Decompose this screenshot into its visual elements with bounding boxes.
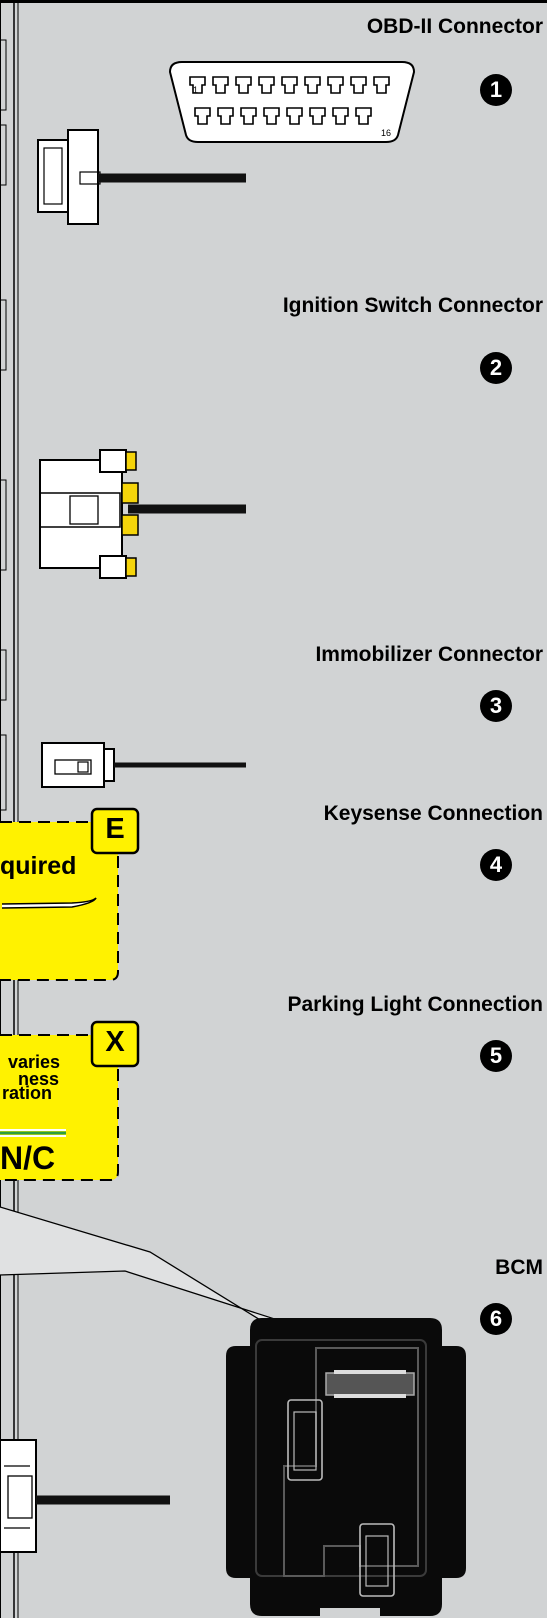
bcm-side-connector [0, 1439, 170, 1553]
callout-x [0, 1020, 140, 1181]
connector-label-immobilizer: Immobilizer Connector [315, 643, 543, 666]
obd-connector-face: 1 16 [168, 61, 416, 143]
left-harness-lines [0, 0, 19, 1618]
callout-e-text: quired [0, 852, 77, 880]
bcm-module [226, 1318, 466, 1616]
callout-x-tag: X [105, 1026, 125, 1058]
ignition-connector [39, 449, 246, 579]
callout-e-tag: E [105, 813, 125, 845]
badge-5: 5 [480, 1040, 512, 1072]
obd-side-connector [37, 129, 246, 225]
badge-6: 6 [480, 1303, 512, 1335]
callout-x-line2: ness [18, 1069, 60, 1089]
connector-label-obd: OBD-II Connector [366, 15, 543, 38]
callout-e [0, 807, 140, 981]
badge-3: 3 [480, 690, 512, 722]
connector-label-ignition: Ignition Switch Connector [282, 294, 543, 317]
connector-label-bcm: BCM [495, 1256, 543, 1279]
obd-pin-1-label: 1 [193, 85, 198, 95]
obd-pin-16-label: 16 [381, 128, 391, 138]
callout-x-status: N/C [0, 1140, 56, 1176]
immobilizer-connector [41, 742, 246, 788]
connector-label-keysense: Keysense Connection [323, 802, 543, 825]
badge-1: 1 [480, 74, 512, 106]
callout-x-line1: varies [8, 1052, 61, 1072]
connector-label-parking-light: Parking Light Connection [287, 993, 544, 1016]
callout-x-line3: ration [2, 1083, 53, 1103]
badge-4: 4 [480, 849, 512, 881]
badge-2: 2 [480, 352, 512, 384]
